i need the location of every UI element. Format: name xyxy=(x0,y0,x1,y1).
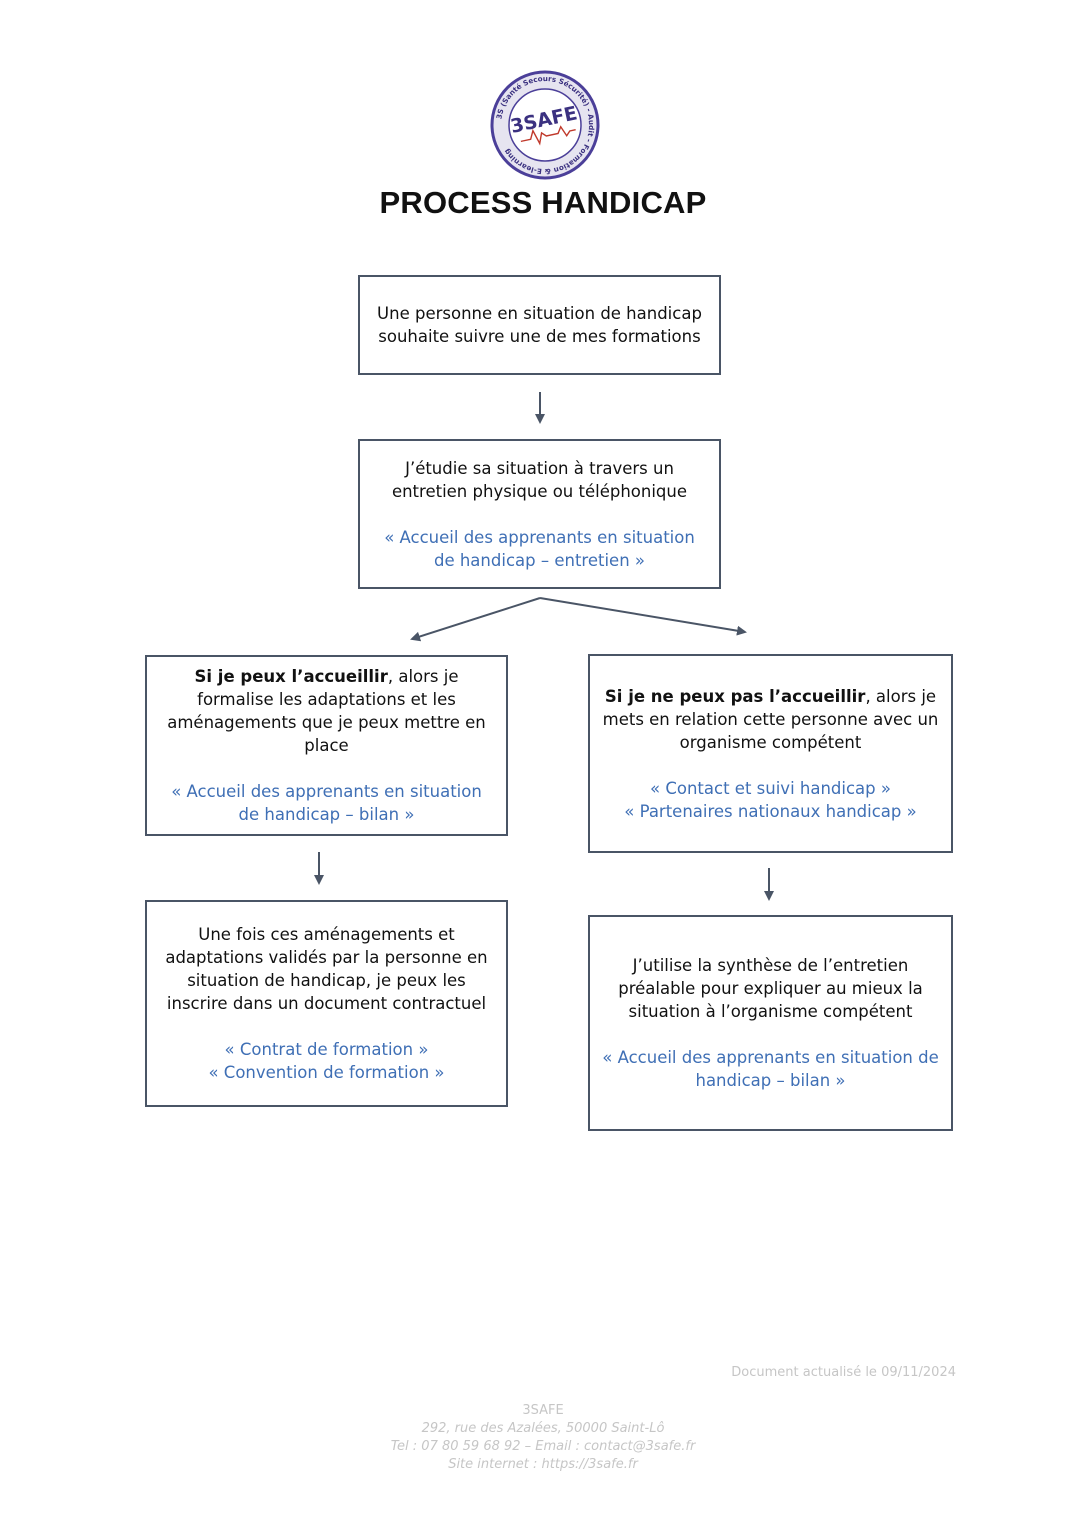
update-date: Document actualisé le 09/11/2024 xyxy=(731,1365,956,1380)
footer-contact: Tel : 07 80 59 68 92 – Email : contact@3… xyxy=(390,1439,696,1454)
step-study-reference: « Accueil des apprenants en situation de… xyxy=(384,527,695,570)
step-no-text: Si je ne peux pas l’accueillir, alors je… xyxy=(602,685,939,754)
step-no-condition: Si je ne peux pas l’accueillir xyxy=(604,686,866,706)
step-no-reference-2: « Partenaires nationaux handicap » xyxy=(624,801,917,821)
step-no-references: « Contact et suivi handicap » « Partenai… xyxy=(624,777,916,823)
3safe-logo: 3S (Santé Secours Sécurité) - Audit - Fo… xyxy=(490,70,600,180)
step-yes-next-box: Une fois ces aménagements et adaptations… xyxy=(145,900,508,1107)
step-no-next-text: J’utilise la synthèse de l’entretien pré… xyxy=(618,956,923,1021)
step-yes-action: , alors je formalise les adaptations et … xyxy=(167,667,486,755)
step-start-box: Une personne en situation de handicap so… xyxy=(358,275,721,375)
step-no-action: , alors je mets en relation cette person… xyxy=(602,686,939,752)
step-yes-box: Si je peux l’accueillir, alors je formal… xyxy=(145,655,508,836)
step-start-text: Une personne en situation de handicap so… xyxy=(377,304,702,346)
page-title: PROCESS HANDICAP xyxy=(379,185,707,220)
step-no-next-reference: « Accueil des apprenants en situation de… xyxy=(602,1048,939,1090)
footer: 3SAFE 292, rue des Azalées, 50000 Saint-… xyxy=(0,1402,1086,1474)
step-yes-condition: Si je peux l’accueillir xyxy=(194,667,388,686)
step-yes-next-references: « Contrat de formation » « Convention de… xyxy=(208,1038,444,1084)
footer-website: Site internet : https://3safe.fr xyxy=(448,1457,638,1472)
step-yes-next-reference-2: « Convention de formation » xyxy=(208,1063,445,1082)
arrow-study-to-no xyxy=(539,597,747,636)
arrow-study-to-yes xyxy=(410,597,541,642)
step-yes-text: Si je peux l’accueillir, alors je formal… xyxy=(159,665,494,757)
step-yes-next-reference-1: « Contrat de formation » xyxy=(224,1040,429,1059)
step-no-box: Si je ne peux pas l’accueillir, alors je… xyxy=(588,654,953,853)
step-study-box: J’étudie sa situation à travers un entre… xyxy=(358,439,721,589)
step-no-reference-1: « Contact et suivi handicap » xyxy=(650,778,891,798)
footer-company: 3SAFE xyxy=(522,1403,564,1418)
step-yes-next-text: Une fois ces aménagements et adaptations… xyxy=(165,925,488,1013)
footer-address: 292, rue des Azalées, 50000 Saint-Lô xyxy=(421,1421,665,1436)
step-yes-reference: « Accueil des apprenants en situation de… xyxy=(171,782,482,824)
step-no-next-box: J’utilise la synthèse de l’entretien pré… xyxy=(588,915,953,1131)
step-study-text: J’étudie sa situation à travers un entre… xyxy=(391,458,688,501)
